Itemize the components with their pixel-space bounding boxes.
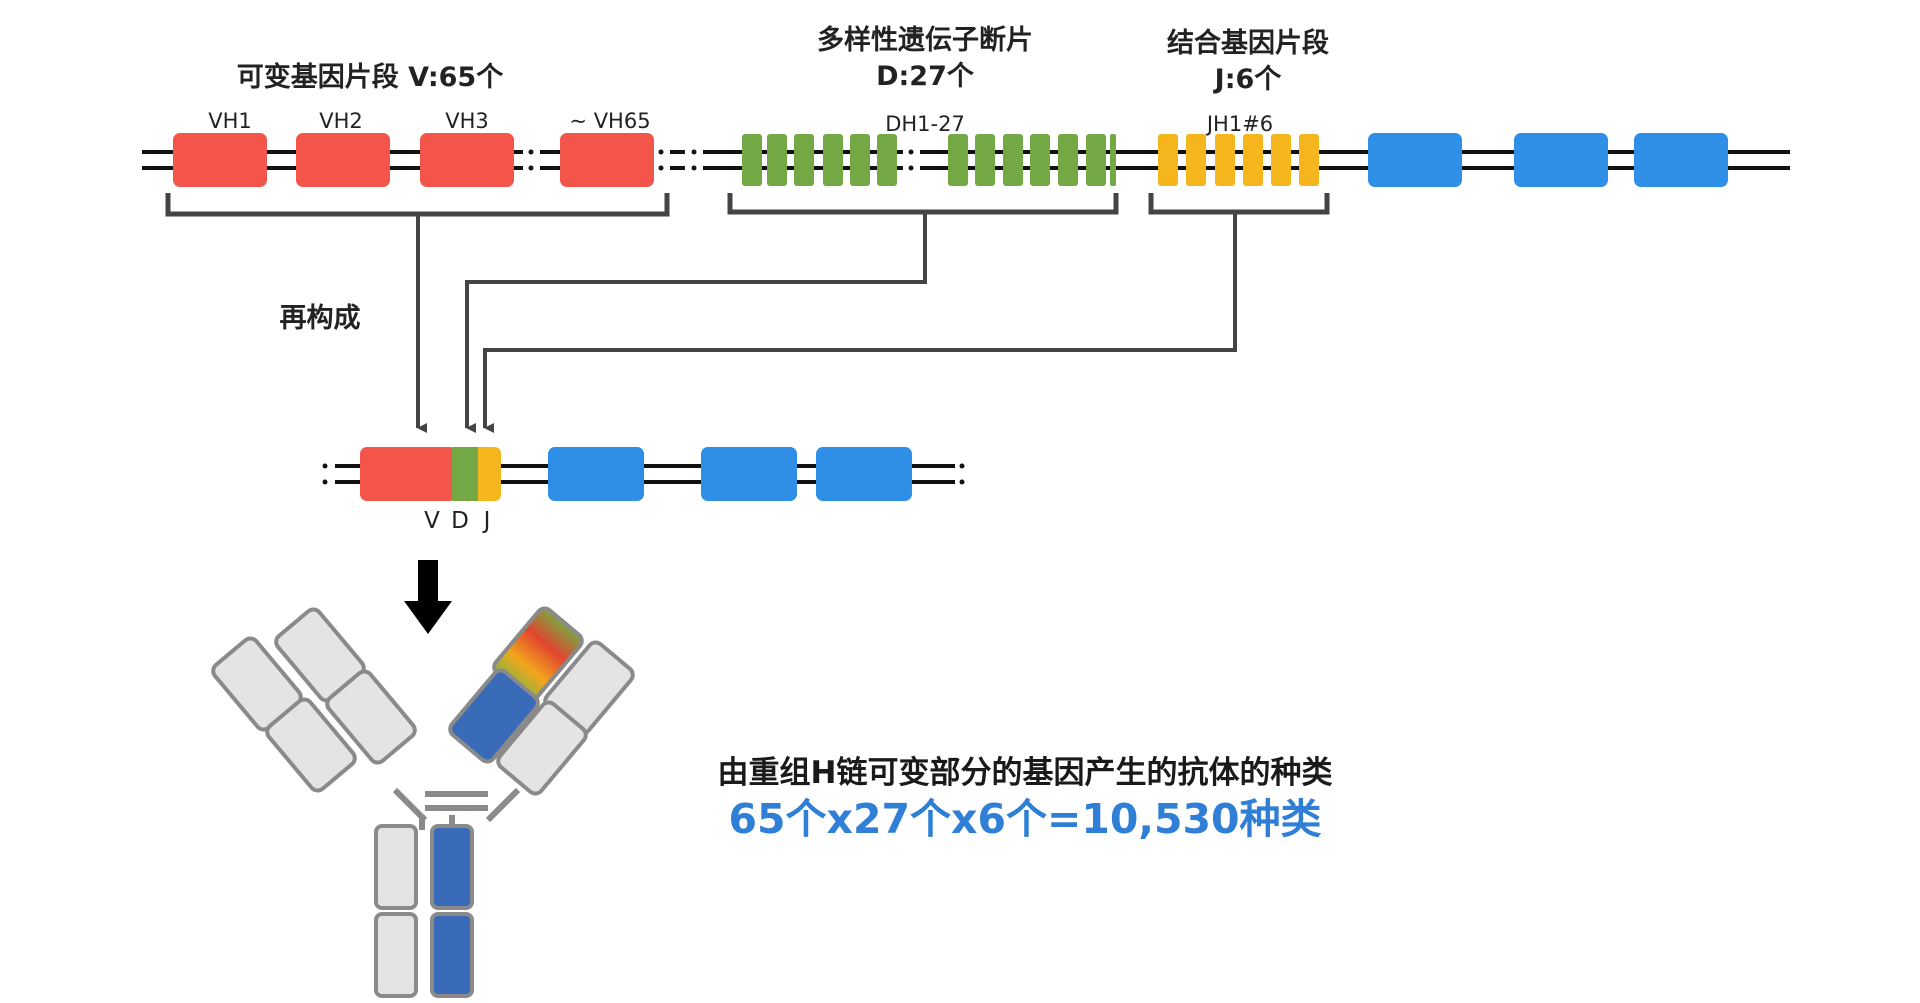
v-label-vh65: ~ VH65: [569, 109, 650, 133]
rearranged-strand: [322, 447, 965, 501]
j-label: JH1#6: [1205, 112, 1273, 136]
rearranged-label-d: D: [451, 508, 469, 534]
rearranged-v: [360, 447, 456, 501]
constant-segments-germline: [1368, 133, 1728, 187]
v-segment-vh2: [296, 133, 390, 187]
rearranged-label-v: V: [424, 508, 440, 534]
recombination-label: 再构成: [280, 303, 361, 334]
v-segment-vh3: [420, 133, 514, 187]
v-segments: [173, 133, 654, 187]
d-region-title-line1: 多样性遗伝子断片: [817, 24, 1033, 56]
d-segments: [742, 134, 1116, 186]
strand-break-marks: [528, 149, 914, 171]
d-region-title-line2: D:27个: [876, 61, 975, 92]
down-arrow-icon: [404, 560, 452, 634]
result-description: 由重组H链可变部分的基因产生的抗体的种类: [718, 755, 1333, 791]
result-formula: 65个x27个x6个=10,530种类: [728, 795, 1321, 843]
rearranged-label-j: J: [482, 508, 491, 534]
rearranged-d: [452, 447, 478, 501]
j-segments: [1158, 134, 1319, 186]
antibody-icon: [211, 606, 635, 998]
recombination-arrows: [416, 212, 1237, 433]
rearranged-j: [478, 447, 501, 501]
v-label-vh2: VH2: [319, 109, 363, 133]
j-region-title-line1: 结合基因片段: [1167, 27, 1329, 59]
j-region-title-line2: J:6个: [1213, 64, 1283, 95]
v-label-vh1: VH1: [208, 109, 252, 133]
region-brackets: [165, 193, 1330, 217]
v-label-vh3: VH3: [445, 109, 489, 133]
v-region-title: 可变基因片段 V:65个: [237, 61, 504, 93]
v-segment-vh1: [173, 133, 267, 187]
d-label: DH1-27: [885, 112, 965, 136]
v-segment-vh65: [560, 133, 654, 187]
